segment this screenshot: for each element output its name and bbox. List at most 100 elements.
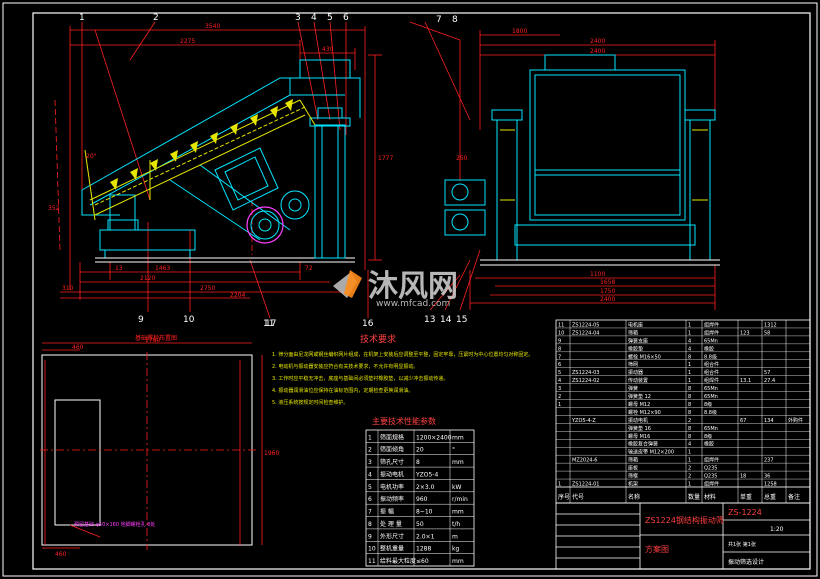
bom-cell: 组焊件 — [704, 481, 719, 488]
bom-cell: 1 — [688, 482, 691, 488]
params-cell: kW — [452, 484, 461, 491]
params-cell: 4 — [368, 471, 372, 478]
side-dim-label: 1658 — [600, 279, 615, 286]
side-dim-label: 2400 — [600, 296, 615, 303]
params-cell: 8 — [416, 459, 420, 466]
bom-cell: 8 — [688, 354, 691, 360]
watermark-url: www.mfcad.com — [376, 299, 450, 309]
params-cell: 10 — [368, 546, 376, 553]
bom-header-cell: 单重 — [740, 493, 752, 501]
bom-cell: 传动装置 — [628, 377, 648, 384]
bom-cell: 27.4 — [764, 378, 775, 384]
bom-cell: 螺栓 M16×50 — [628, 353, 661, 360]
bom-cell: 橡胶 — [704, 441, 714, 448]
bom-cell: 67 — [740, 418, 746, 424]
tech-note-item: 5. 液压系统按规定时间检查维护。 — [272, 399, 348, 406]
params-cell: 给料最大粒度 — [380, 557, 416, 565]
bom-cell: 10 — [558, 330, 564, 336]
params-cell: 20 — [416, 447, 424, 454]
bom-cell: 2 — [688, 474, 691, 480]
params-cell: 8~10 — [416, 509, 433, 516]
bom-cell: ZS1224-02 — [572, 378, 600, 384]
bom-cell: 1 — [688, 458, 691, 464]
foundation-dim: 1960 — [264, 450, 279, 457]
tech-note-item: 3. 工作时应平稳无冲击，底座与基础间必须垫衬橡胶垫，以减少冲击振动传递。 — [272, 375, 448, 382]
bom-header-cell: 总重 — [764, 493, 776, 501]
bom-cell: 橡胶复合弹簧 — [628, 441, 658, 448]
params-cell: mm — [452, 434, 464, 441]
params-cell: 2×3.0 — [416, 484, 435, 491]
params-cell: mm — [452, 558, 464, 565]
bom-cell: 9 — [558, 338, 561, 344]
bom-cell: 筛网 — [628, 361, 638, 368]
tech-note-item: 4. 振动器润滑油位应保持在油标范围内，定期检查更换润滑油。 — [272, 387, 413, 394]
bom-cell: 8 — [688, 402, 691, 408]
bom-cell: 弹簧垫 16 — [628, 425, 651, 432]
watermark-brand: 沐风网 — [368, 269, 458, 304]
bom-cell: 4 — [688, 338, 691, 344]
screen-clamps — [110, 99, 293, 190]
title-sheet-type: 方案图 — [645, 544, 669, 554]
main-callout: 3 — [295, 13, 301, 23]
tech-notes: 技术要求 1. 筛分面由尼龙网或钢丝编织网片组成，在机架上安装后应调整至平整，固… — [272, 333, 533, 406]
params-cell: 处 理 量 — [380, 520, 402, 528]
bom-cell: 弹簧 — [628, 385, 638, 392]
bom-cell: ZS1224-03 — [572, 370, 600, 376]
bom-cell: 组焊件 — [704, 321, 719, 328]
params-cell: 2.0×1 — [416, 533, 435, 540]
bom-header-cell: 备注 — [788, 493, 800, 501]
bom-cell: 1 — [558, 482, 561, 488]
params-cell: 整机重量 — [380, 545, 404, 553]
main-callout: 1 — [79, 13, 85, 23]
bom-cell: 1 — [688, 378, 691, 384]
bom-cell: 7 — [558, 354, 561, 360]
title-scale: 1:20 — [770, 526, 784, 533]
main-callout: 9 — [138, 315, 144, 325]
bom-cell: 筛箱 — [628, 329, 638, 336]
side-dim-label: 2400 — [590, 48, 605, 55]
params-cell: 50 — [416, 521, 424, 528]
bom-cell: ZS1224-01 — [572, 482, 600, 488]
title-code: ZS-1224 — [728, 508, 762, 517]
params-cell: 1 — [368, 434, 372, 441]
side-callout: 13 — [424, 315, 435, 325]
params-cell: 960 — [416, 496, 428, 503]
params-cell: m — [452, 533, 458, 540]
params-cell: 7 — [368, 509, 372, 516]
bom-cell: 1312 — [764, 322, 777, 328]
bom-cell: 组焊件 — [704, 457, 719, 464]
params-cell: ≤60 — [416, 558, 429, 565]
bom-cell: 1 — [558, 402, 561, 408]
tech-notes-title: 技术要求 — [360, 333, 396, 345]
bom-cell: 8 — [688, 426, 691, 432]
watermark: 沐风网 www.mfcad.com — [333, 269, 458, 309]
params-cell: 9 — [368, 533, 372, 540]
bom-cell: 65Mn — [704, 426, 718, 432]
main-callout: 16 — [362, 319, 374, 329]
bom-cell: 座板 — [628, 465, 638, 472]
title-block: ZS1224钢结构振动筛 ZS-1224 方案图 1:20 共1张 第1张 振动… — [555, 502, 811, 570]
bom-cell: Q235 — [704, 466, 717, 472]
dim-label: 430 — [322, 46, 334, 53]
bom-cell: 2 — [688, 418, 691, 424]
params-cell: 1200×2400 — [416, 434, 452, 441]
bom-cell: 8.8级 — [704, 353, 717, 360]
params-cell: t/h — [452, 521, 460, 528]
bom-cell: 弹簧垫 12 — [628, 393, 651, 400]
bom-cell: 4 — [688, 442, 691, 448]
dim-label: 352 — [48, 205, 60, 212]
params-cell: mm — [452, 459, 464, 466]
main-callout: 11 — [263, 319, 274, 329]
params-cell: 3 — [368, 459, 372, 466]
drawing-border-inner — [32, 12, 811, 570]
bom-cell: 螺母 M16 — [628, 433, 650, 440]
bom-cell: 8 — [688, 394, 691, 400]
side-dim-label: 250 — [456, 155, 468, 162]
params-cell: 5 — [368, 484, 372, 491]
bom-header-cell: 材料 — [704, 493, 716, 501]
side-callout: 14 — [440, 315, 452, 325]
params-cell: 2 — [368, 447, 372, 454]
